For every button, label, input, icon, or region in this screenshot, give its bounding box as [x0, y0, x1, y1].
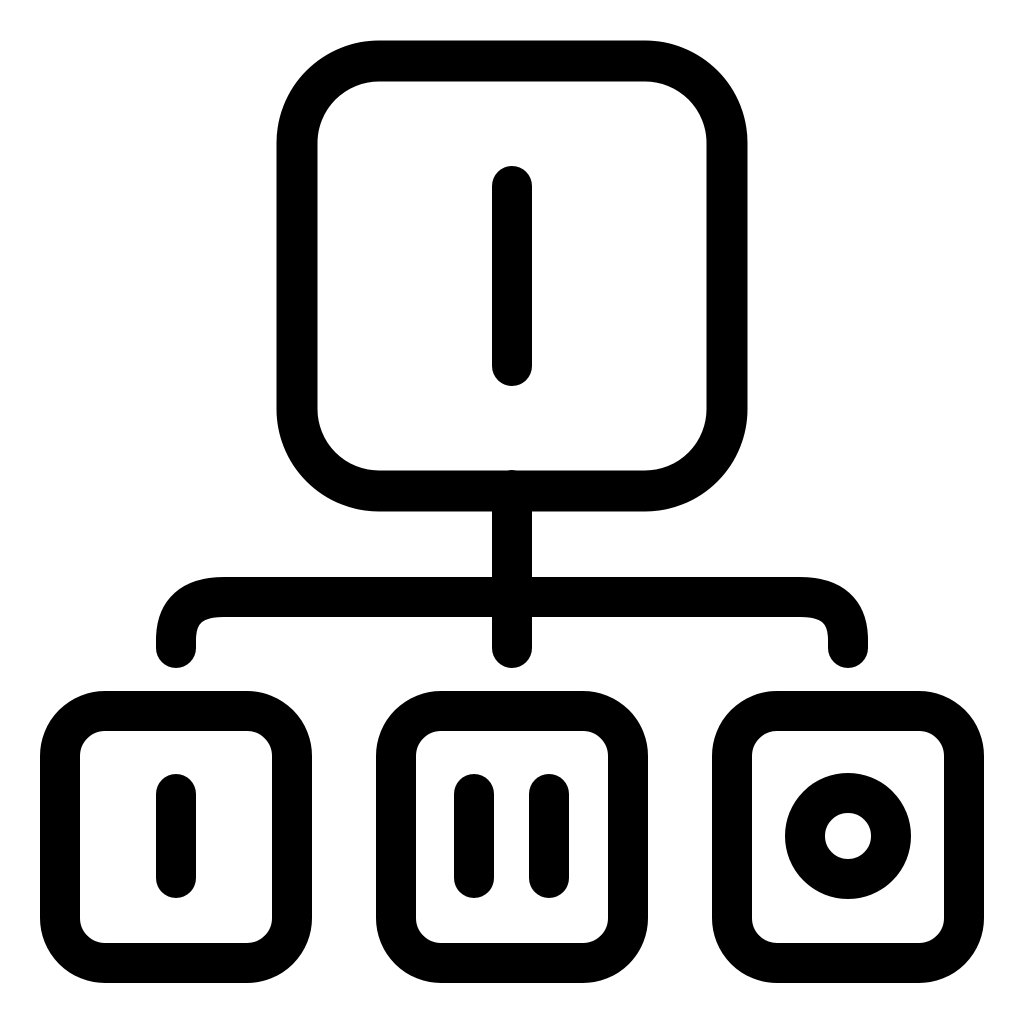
branch-connector [156, 577, 868, 668]
child-node-right [712, 691, 984, 983]
child-node-right-box [712, 691, 984, 983]
parent-node [276, 40, 748, 512]
child-node-left-box [40, 691, 312, 983]
child-node-center [376, 691, 648, 983]
child-node-right-ring-glyph [785, 773, 911, 899]
child-node-center-box [376, 691, 648, 983]
connector-lines [156, 470, 868, 668]
parent-node-box [276, 40, 748, 512]
child-node-left [40, 691, 312, 983]
